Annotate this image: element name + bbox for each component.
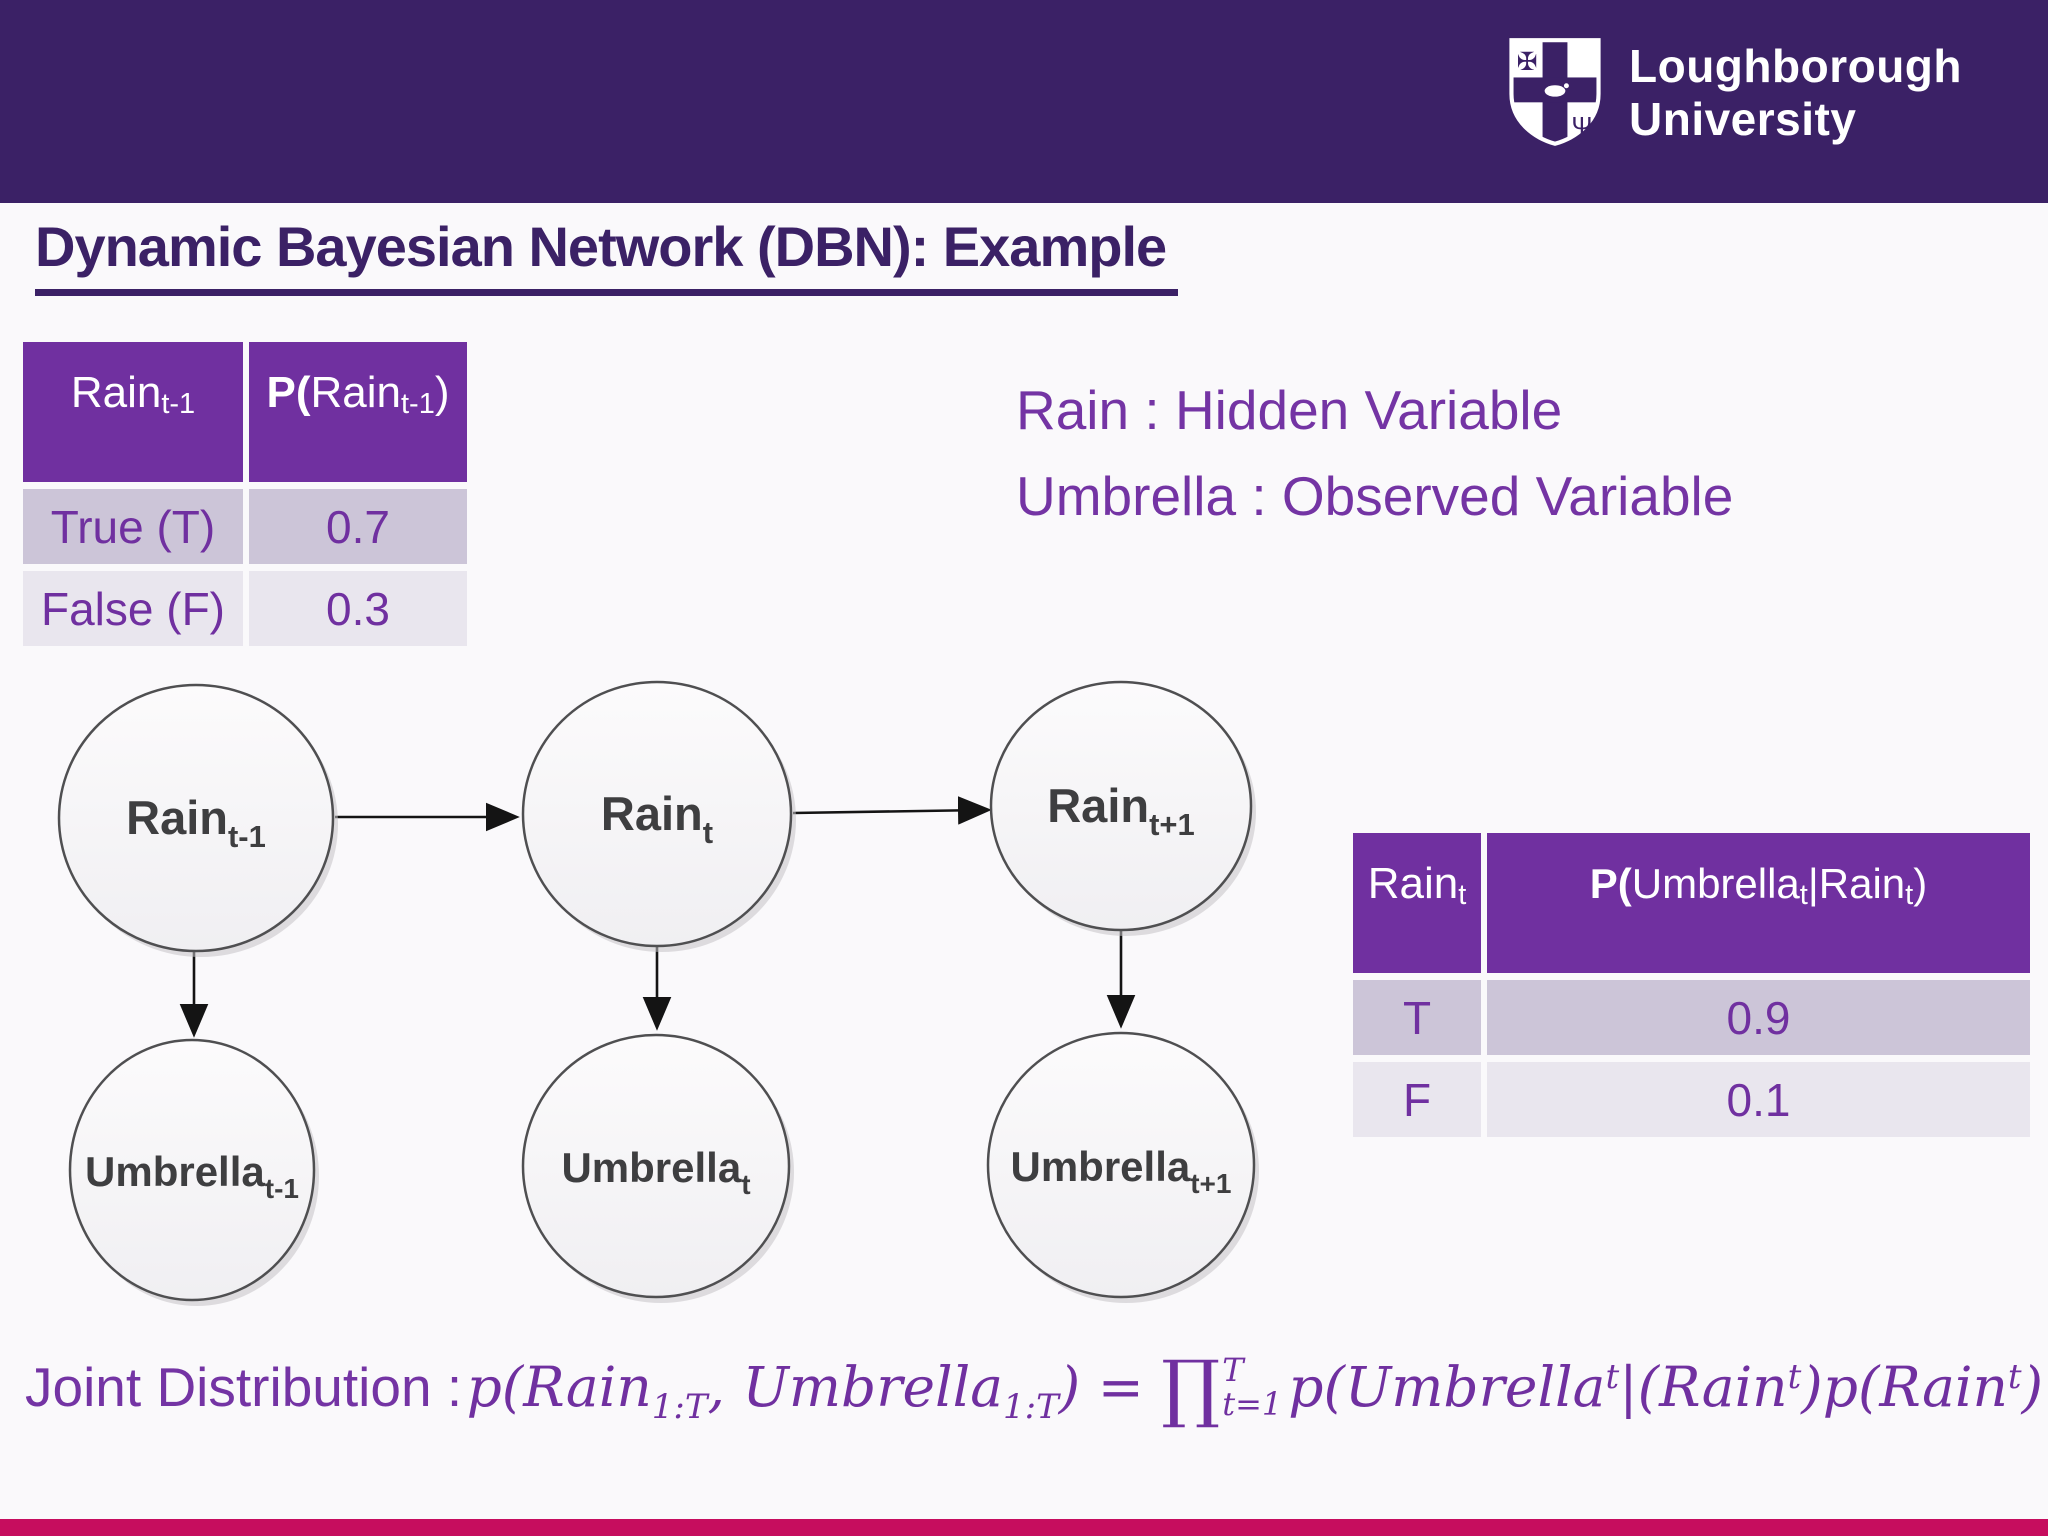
- shield-lamp-flame: [1563, 83, 1569, 89]
- header-text: ): [434, 368, 450, 417]
- table-cell-true-value: 0.7: [249, 489, 467, 564]
- annotation-umbrella: Umbrella : Observed Variable: [1016, 464, 1734, 527]
- table-cell-f-label: F: [1353, 1062, 1481, 1137]
- header-text: ): [1913, 860, 1928, 907]
- shield-trident-glyph: Ψ: [1572, 112, 1593, 140]
- formula-term: ): [1801, 1355, 1823, 1419]
- joint-distribution-formula: Joint Distribution : p(Rain1:T, Umbrella…: [25, 1338, 2044, 1431]
- header-text: |: [1807, 860, 1819, 907]
- header-text: P(: [1589, 860, 1632, 907]
- node-rain-t-plus-1: Raint+1: [989, 680, 1256, 936]
- formula-term: p(Rain: [466, 1355, 652, 1419]
- product-lower-limit: t=1: [1222, 1385, 1283, 1423]
- formula-term: Umbrella: [742, 1355, 1004, 1419]
- table-cell-false-value: 0.3: [249, 571, 467, 646]
- university-shield-icon: ✠ Ψ: [1509, 38, 1601, 146]
- svg-text:Umbrellat-1: Umbrellat-1: [85, 1148, 299, 1204]
- formula-term: |(: [1619, 1355, 1660, 1419]
- formula-label: Joint Distribution :: [25, 1356, 463, 1418]
- bottom-accent-bar: [0, 1519, 2048, 1536]
- formula-superscript: t: [2007, 1357, 2022, 1397]
- formula-subscript: 1:T: [651, 1387, 708, 1427]
- university-logo: ✠ Ψ Loughborough University: [1507, 36, 1962, 150]
- node-label-subscript: t: [703, 815, 713, 850]
- svg-text:Raint-1: Raint-1: [126, 791, 266, 854]
- node-label-text: Umbrella: [1011, 1143, 1191, 1190]
- header-text: Rain: [70, 368, 162, 417]
- university-name-line1: Loughborough: [1629, 39, 1962, 92]
- svg-text:Umbrellat: Umbrellat: [561, 1144, 750, 1200]
- node-label-text: Rain: [1047, 779, 1149, 832]
- header-subscript: t: [1799, 878, 1808, 911]
- shield-cross-pattee-glyph: ✠: [1517, 48, 1538, 76]
- university-name-line2: University: [1629, 93, 1857, 145]
- table-cell-true-label: True (T): [23, 489, 243, 564]
- node-label-text: Umbrella: [85, 1148, 265, 1195]
- formula-subscript: 1:T: [1003, 1387, 1059, 1427]
- node-label-subscript: t-1: [228, 819, 266, 854]
- university-name: Loughborough University: [1629, 40, 1962, 147]
- edge-rain-t-to-rain-t-plus-1: [792, 796, 992, 825]
- svg-text:Raint+1: Raint+1: [1047, 779, 1195, 842]
- annotation-rain: Rain : Hidden Variable: [1016, 379, 1563, 441]
- table-cell-t-label: T: [1353, 980, 1481, 1055]
- header-text: P(: [266, 368, 311, 417]
- formula-term: ) =: [1058, 1355, 1162, 1419]
- table-cell-false-label: False (F): [23, 571, 243, 646]
- node-label-subscript: t-1: [265, 1173, 299, 1204]
- header-text: Rain: [1818, 860, 1906, 907]
- node-umbrella-t: Umbrellat: [521, 1033, 794, 1303]
- shield-lamp: [1544, 85, 1566, 97]
- node-label-subscript: t: [741, 1169, 750, 1200]
- top-banner: ✠ Ψ Loughborough University: [0, 0, 2048, 203]
- node-umbrella-t-1: Umbrellat-1: [68, 1038, 319, 1306]
- svg-text:Raint: Raint: [601, 787, 713, 850]
- node-umbrella-t-plus-1: Umbrellat+1: [986, 1031, 1259, 1303]
- header-subscript: t: [1905, 878, 1914, 911]
- header-text: Umbrella: [1631, 860, 1800, 907]
- header-subscript: t: [1458, 878, 1467, 911]
- node-label-subscript: t+1: [1190, 1168, 1231, 1199]
- formula-term: p(Umbrella: [1288, 1355, 1606, 1419]
- table-cell-t-value: 0.9: [1487, 980, 2030, 1055]
- formula-term: Rain: [1659, 1355, 1788, 1419]
- product-upper-limit: T: [1222, 1351, 1244, 1390]
- page-title: Dynamic Bayesian Network (DBN): Example: [35, 214, 1179, 296]
- node-label-text: Umbrella: [561, 1144, 741, 1191]
- header-subscript: t-1: [401, 387, 435, 420]
- header-subscript: t-1: [161, 387, 196, 420]
- header-text: Rain: [1367, 859, 1459, 908]
- shield-outline: [1509, 38, 1601, 146]
- node-rain-t: Raint: [521, 680, 796, 952]
- svg-text:Umbrellat+1: Umbrellat+1: [1011, 1143, 1232, 1199]
- table-cell-f-value: 0.1: [1487, 1062, 2030, 1137]
- node-label-subscript: t+1: [1149, 807, 1195, 842]
- formula-superscript: t: [1787, 1357, 1802, 1397]
- formula-term: ,: [707, 1355, 743, 1419]
- formula-superscript: t: [1605, 1357, 1620, 1397]
- node-rain-t-1: Raint-1: [57, 683, 338, 957]
- header-text: Rain: [310, 368, 402, 417]
- variable-annotations: Rain : Hidden Variable Umbrella : Observ…: [1016, 368, 1733, 540]
- formula-term: p(Rain: [1822, 1355, 2008, 1419]
- node-label-text: Rain: [601, 787, 703, 840]
- product-symbol: ∏: [1161, 1345, 1221, 1431]
- formula-term: ): [2021, 1355, 2044, 1419]
- node-label-text: Rain: [126, 791, 228, 844]
